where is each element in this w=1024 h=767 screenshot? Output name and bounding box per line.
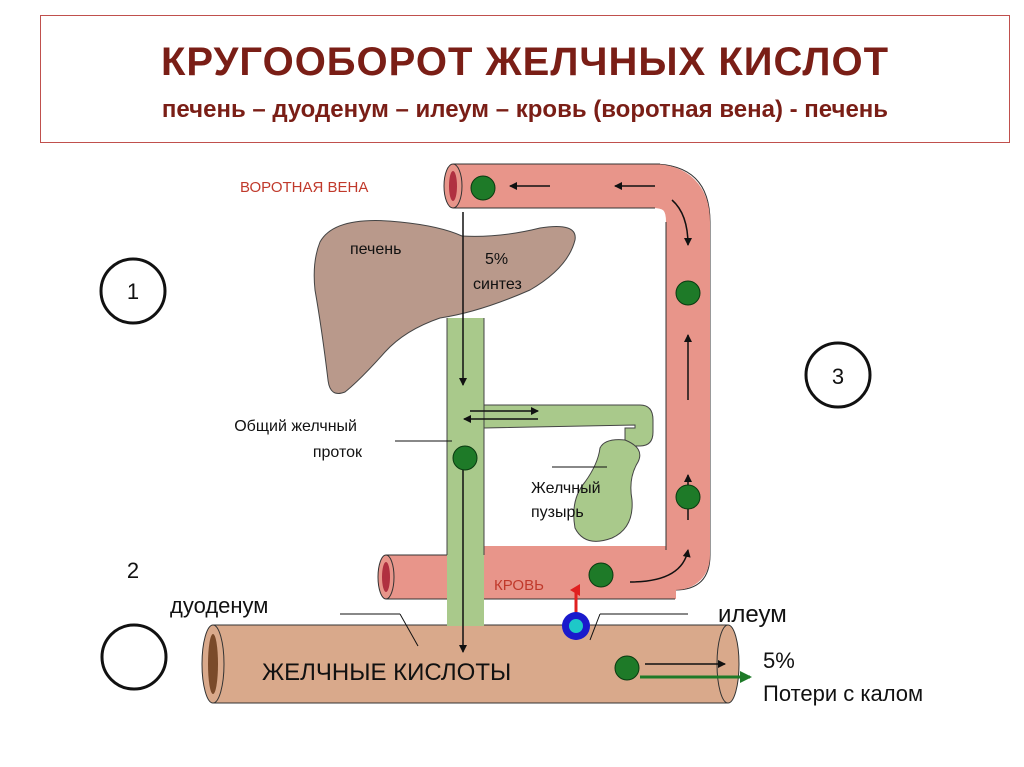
bile-acid-dot (675, 484, 701, 510)
leader-lines (340, 440, 688, 647)
common-duct-label-1: Общий желчный (234, 418, 357, 435)
common-duct-label-2: проток (313, 444, 363, 461)
gallbladder-label-1: Желчный (531, 480, 601, 497)
title-box: КРУГООБОРОТ ЖЕЛЧНЫХ КИСЛОТ печень – дуод… (40, 15, 1010, 143)
blood-label: КРОВЬ (494, 577, 544, 594)
bile-acid-dot (470, 175, 496, 201)
step-marker-2-circle (100, 623, 168, 691)
bile-acid-dot (614, 655, 640, 681)
ileal-transporter (562, 584, 590, 640)
synthesis-percent: 5% (485, 251, 508, 268)
step-label-1: 1 (127, 279, 139, 304)
portal-vein-tube (453, 164, 710, 590)
loss-label: Потери с калом (763, 681, 923, 706)
intestine (201, 624, 740, 704)
bile-duct-system (446, 318, 654, 626)
step-label-3: 3 (832, 364, 844, 389)
bile-acid-dots (452, 175, 701, 681)
bile-acids-label: ЖЕЛЧНЫЕ КИСЛОТЫ (262, 659, 511, 686)
synthesis-label: синтез (473, 276, 522, 293)
bile-acid-dot (675, 280, 701, 306)
page-subtitle: печень – дуоденум – илеум – кровь (ворот… (161, 96, 889, 123)
portal-vein-label: ВОРОТНАЯ ВЕНА (240, 179, 368, 196)
bile-acid-dot (588, 562, 614, 588)
step-marker-3 (804, 341, 872, 409)
step-markers (99, 257, 872, 691)
page-title: КРУГООБОРОТ ЖЕЛЧНЫХ КИСЛОТ (160, 40, 889, 84)
ileum-label: илеум (718, 601, 787, 628)
gallbladder (573, 439, 641, 542)
bile-acid-dot (452, 445, 478, 471)
liver-label: печень (350, 241, 401, 258)
gallbladder-label-2: пузырь (531, 504, 584, 521)
loss-percent: 5% (763, 648, 795, 673)
step-label-2: 2 (127, 558, 139, 583)
step-marker-1 (99, 257, 167, 325)
blood-vessel (377, 554, 676, 600)
common-bile-duct (447, 318, 484, 626)
flow-arrows (459, 182, 726, 668)
liver-shape (313, 220, 576, 394)
duodenum-label: дуоденум (170, 593, 268, 618)
